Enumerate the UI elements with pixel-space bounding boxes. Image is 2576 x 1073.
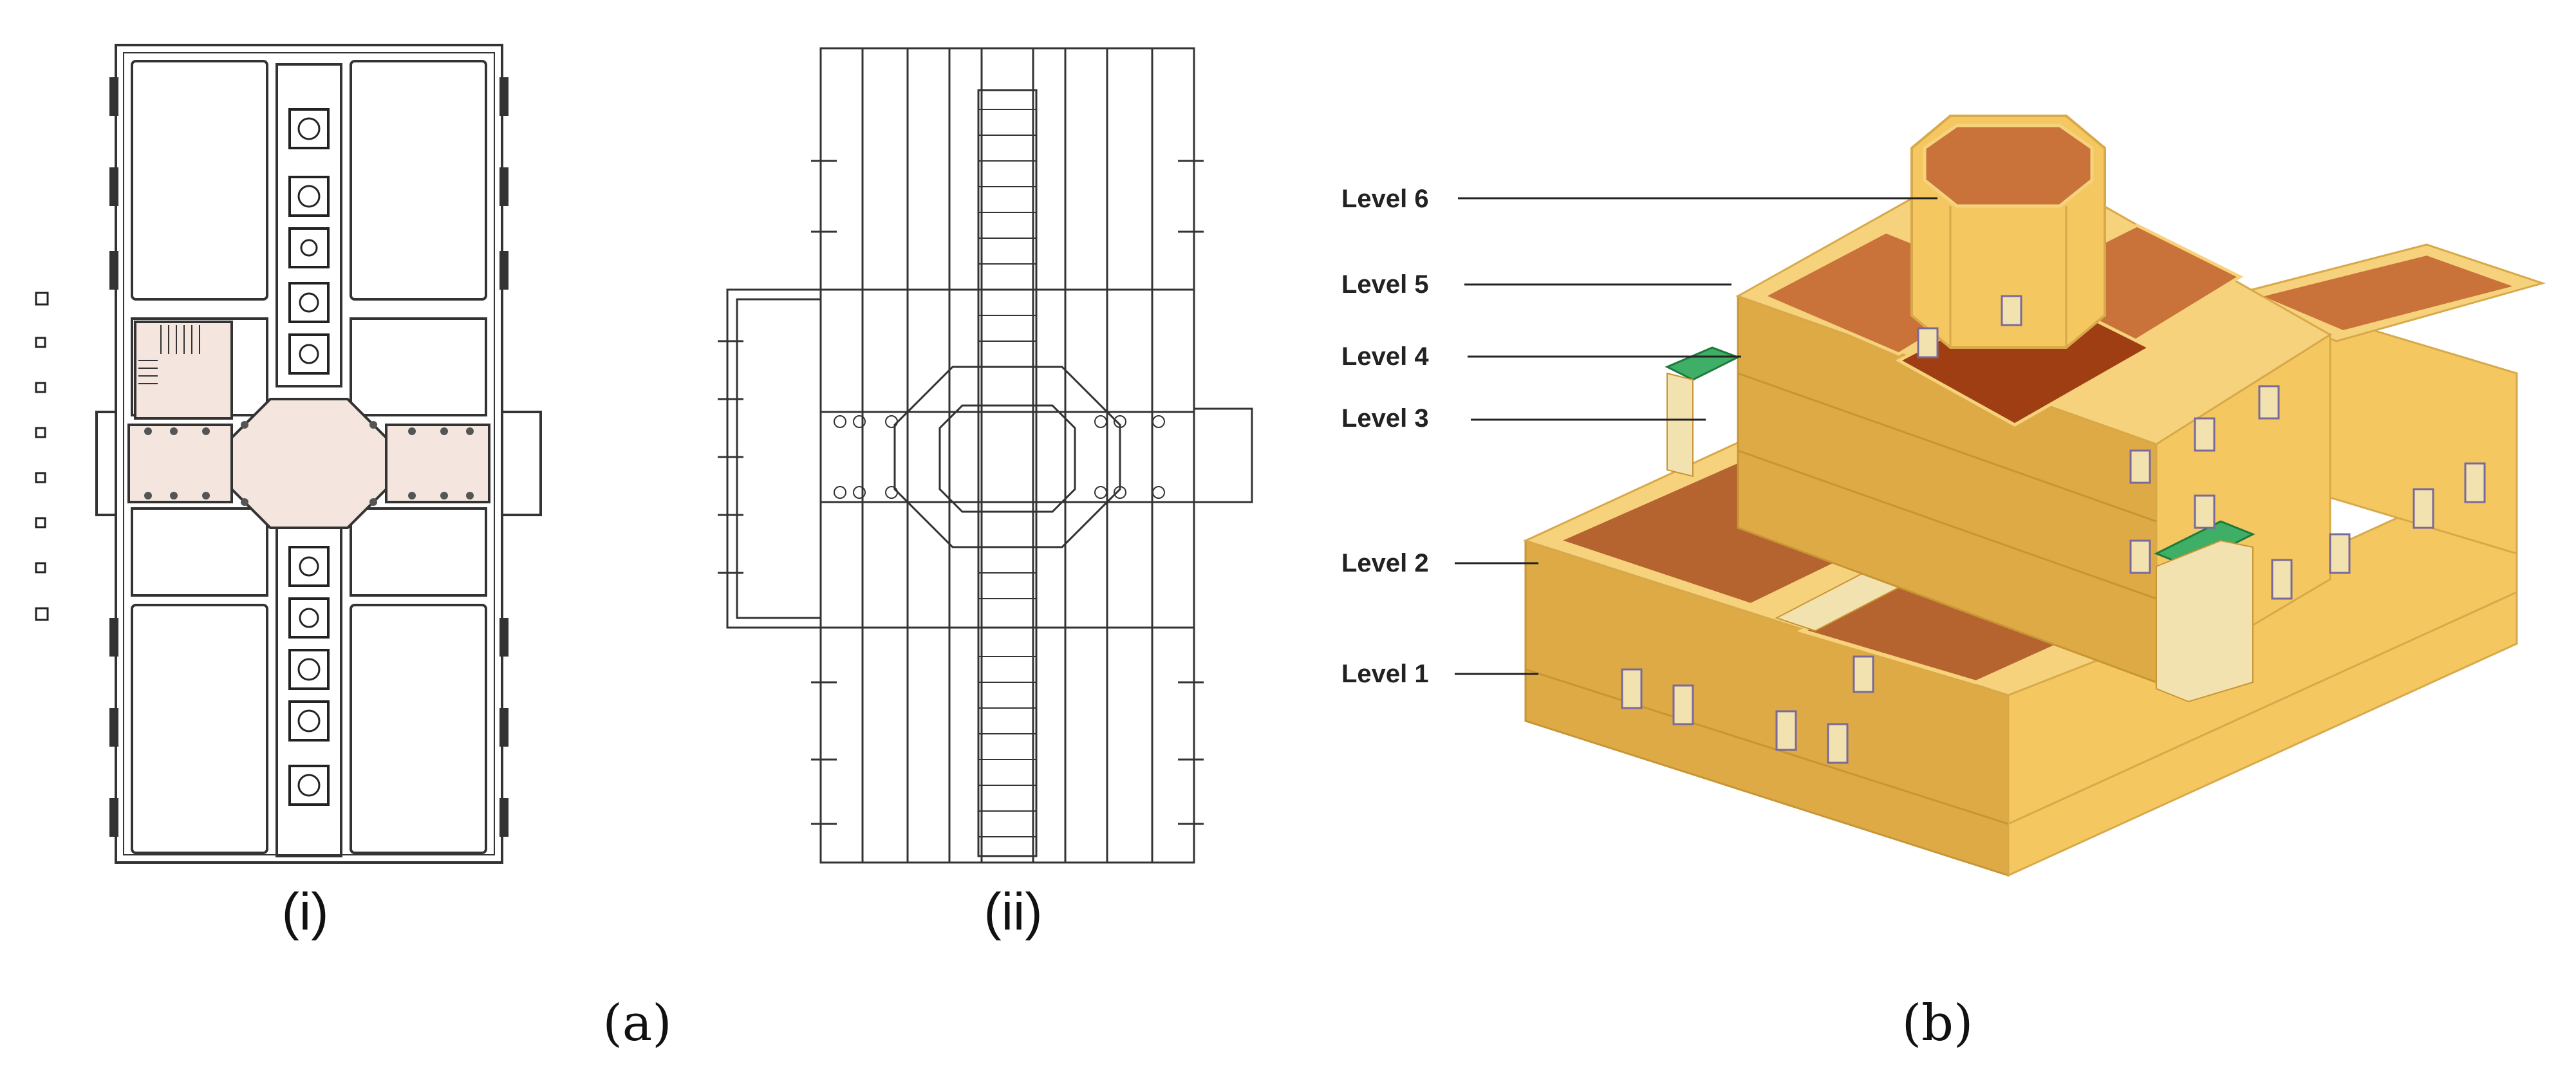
- subfigure-i-label: (i): [281, 882, 329, 941]
- level-6-label: Level 6: [1341, 185, 1429, 213]
- level-5-label: Level 5: [1341, 270, 1429, 299]
- subfigure-ii-label: (ii): [984, 882, 1043, 941]
- floor-plan-drawing: [35, 44, 542, 864]
- panel-b-label: (b): [1901, 994, 1974, 1052]
- panel-a-label: (a): [602, 994, 672, 1052]
- level-2-label: Level 2: [1341, 549, 1429, 577]
- level-1-label: Level 1: [1341, 660, 1429, 688]
- structural-plan-drawing: [718, 47, 1253, 864]
- level-3-label: Level 3: [1341, 404, 1429, 433]
- floor-plan-panel: [19, 39, 573, 875]
- structural-plan-panel: [708, 39, 1274, 875]
- isometric-building-drawing: [1522, 115, 2546, 877]
- level-4-label: Level 4: [1341, 342, 1429, 371]
- building-3d-model: [1500, 103, 2568, 882]
